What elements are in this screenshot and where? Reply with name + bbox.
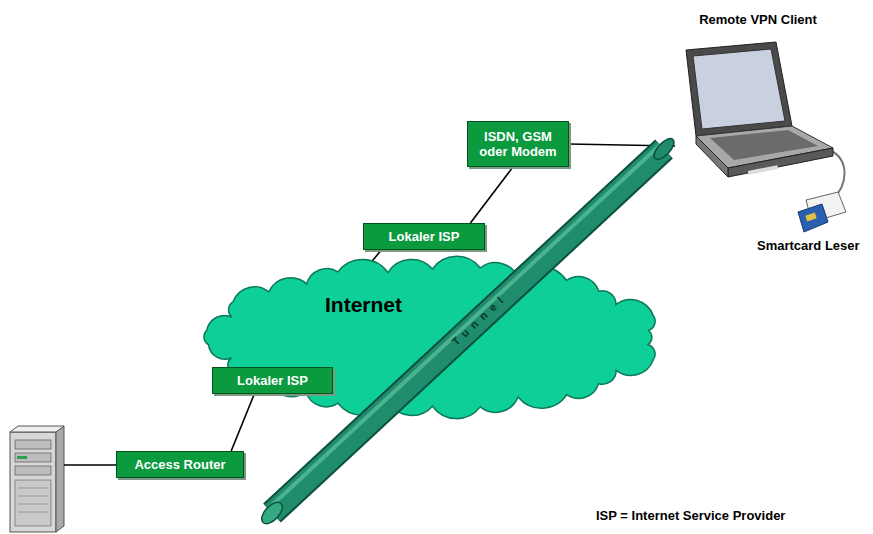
network-link — [231, 394, 254, 451]
router-box: Access Router — [116, 451, 244, 478]
network-link — [470, 167, 513, 223]
internet-cloud: Internet — [195, 255, 670, 420]
cloud-title: Internet — [325, 293, 402, 317]
server-tower — [10, 426, 64, 532]
server-wire — [64, 464, 116, 466]
device-title: Remote VPN Client — [675, 12, 841, 27]
laptop-drawing — [675, 8, 841, 193]
access-box: ISDN, GSM oder Modem — [467, 121, 569, 167]
box-label: Access Router — [134, 457, 225, 472]
abbreviation-note: ISP = Internet Service Provider — [596, 508, 785, 523]
device-label: Smartcard Leser — [757, 238, 860, 253]
box-label: Lokaler ISP — [237, 373, 308, 388]
box-label: ISDN, GSM oder Modem — [474, 129, 562, 159]
isp-box: Lokaler ISP — [212, 367, 333, 394]
box-label: Lokaler ISP — [389, 229, 460, 244]
cloud-shape — [195, 255, 670, 420]
laptop-client: Remote VPN Client — [675, 8, 841, 193]
smartcard-reader — [798, 150, 846, 232]
isp-box: Lokaler ISP — [363, 223, 485, 250]
